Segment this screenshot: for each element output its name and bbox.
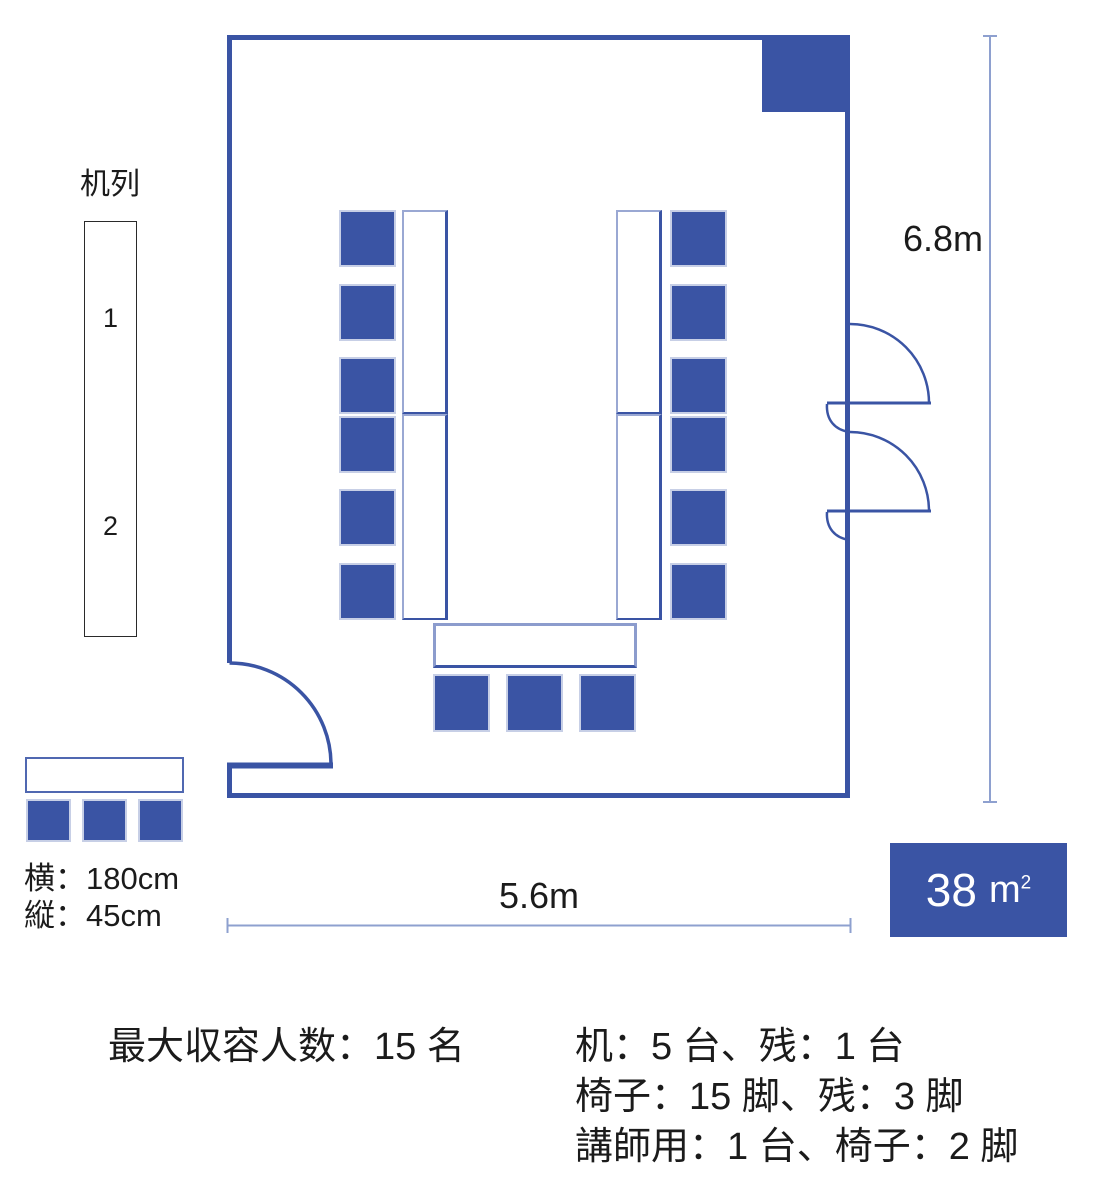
sample-chair	[82, 799, 127, 842]
chair	[339, 210, 396, 267]
legend-row-2-label: 2	[102, 511, 119, 541]
chair	[339, 284, 396, 341]
width-dimension-label: 5.6m	[498, 875, 580, 916]
desk-size-width: 横：180cm	[24, 861, 180, 896]
door-arc-left	[229, 661, 333, 765]
desk	[616, 210, 662, 414]
chair	[670, 416, 727, 473]
equipment-note: 机：5 台、残：1 台 椅子：15 脚、残：3 脚 講師用：1 台、椅子：2 脚	[575, 1022, 1018, 1172]
capacity-note: 最大収容人数：15 名	[108, 1026, 465, 1068]
width-dimension-line	[226, 918, 852, 933]
area-badge: 38 m2	[890, 843, 1067, 937]
chair	[670, 284, 727, 341]
chair	[670, 489, 727, 546]
chair	[433, 674, 490, 732]
chair	[339, 563, 396, 620]
height-dimension-line	[983, 35, 997, 803]
room-pillar	[762, 35, 850, 112]
desk-size-depth: 縦：45cm	[24, 898, 162, 933]
legend-box: 1 2	[84, 221, 137, 637]
height-dimension-label: 6.8m	[903, 218, 984, 259]
door-symbols	[229, 322, 931, 765]
chair	[506, 674, 563, 732]
equipment-line-desks: 机：5 台、残：1 台	[575, 1026, 905, 1068]
desk	[616, 414, 662, 620]
legend-row-1-label: 1	[102, 303, 119, 333]
area-unit: m2	[988, 868, 1032, 911]
teacher-desk	[433, 623, 637, 668]
dimension-lines	[226, 35, 997, 933]
desk	[402, 210, 448, 414]
chair	[670, 357, 727, 414]
chair	[339, 489, 396, 546]
chair	[670, 563, 727, 620]
equipment-line-chairs: 椅子：15 脚、残：3 脚	[575, 1076, 964, 1118]
desk-size-note: 横：180cm 縦：45cm	[24, 860, 179, 934]
sample-desk	[25, 757, 184, 793]
chair	[670, 210, 727, 267]
desk	[402, 414, 448, 620]
chair	[339, 357, 396, 414]
chair	[339, 416, 396, 473]
sample-chair	[26, 799, 71, 842]
door-right-1	[825, 322, 931, 434]
sample-chair	[138, 799, 183, 842]
area-value: 38	[925, 864, 977, 916]
equipment-line-teacher: 講師用：1 台、椅子：2 脚	[575, 1126, 1019, 1168]
legend-title: 机列	[80, 168, 140, 201]
door-right-2	[825, 430, 931, 542]
chair	[579, 674, 636, 732]
